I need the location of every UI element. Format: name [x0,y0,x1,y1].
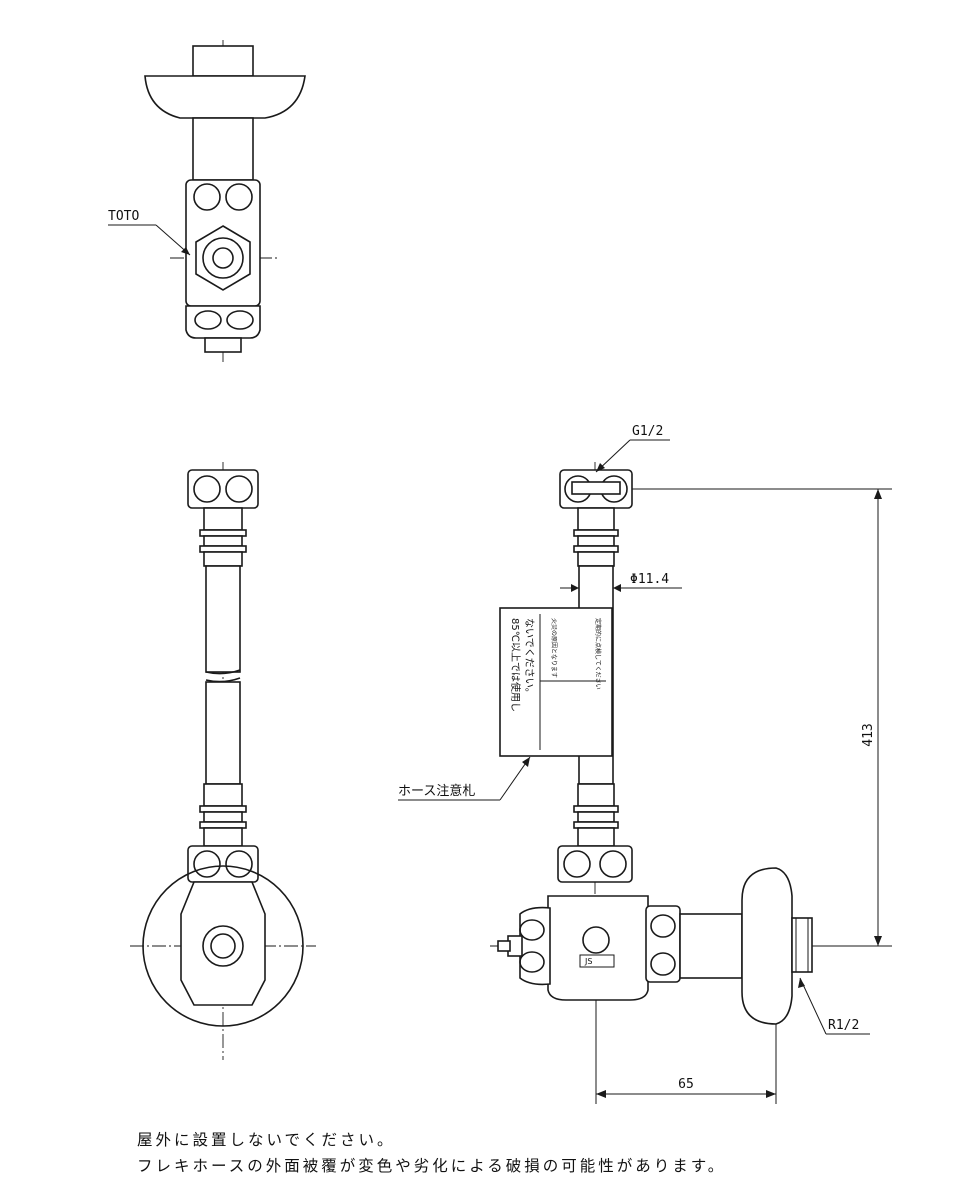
top-view: TOTO [108,40,306,362]
note-line-2: フレキホースの外面被覆が変色や劣化による破損の可能性があります。 [137,1157,727,1175]
hose-warning-tag: 85℃以上では使用し ないでください。 火災の原因となります 定期的に点検してく… [499,607,613,757]
side-view: JS [490,462,890,1025]
offset-label: 65 [678,1077,694,1092]
thread-top-label: G1/2 [632,424,663,439]
brand-label: TOTO [108,209,139,224]
thread-bottom-label: R1/2 [828,1018,859,1033]
front-view [130,462,316,1060]
svg-text:JS: JS [584,957,592,966]
tag-line-2: ないでください。 [523,618,535,698]
tag-line-3: 火災の原因となります [550,618,557,678]
hose-tag-label: ホース注意札 [398,783,475,799]
diameter-label: Φ11.4 [630,572,669,587]
note-line-1: 屋外に設置しないでください。 [137,1131,396,1149]
tag-line-1: 85℃以上では使用し [509,618,522,712]
tag-line-4: 定期的に点検してください [594,618,602,690]
dimensions: G1/2 Φ11.4 413 65 R1/2 ホース注意札 [398,424,892,1104]
length-label: 413 [861,723,876,746]
